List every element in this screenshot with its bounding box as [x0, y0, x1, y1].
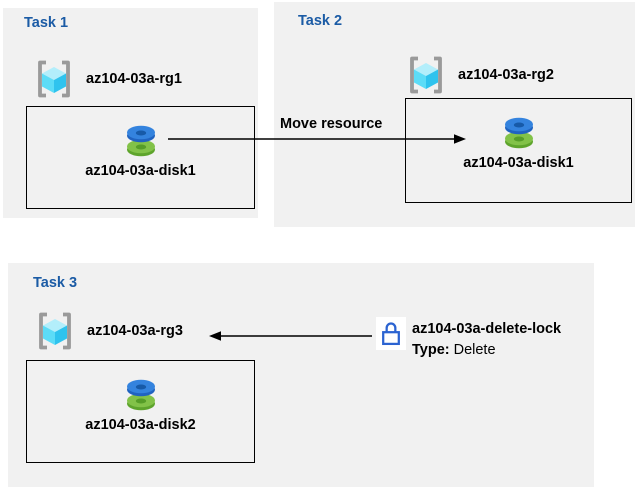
delete-lock-text: az104-03a-delete-lock Type:Delete	[412, 319, 561, 361]
disk-name: az104-03a-disk1	[463, 155, 574, 171]
task1-disk-box: az104-03a-disk1	[26, 106, 255, 209]
resource-group-name: az104-03a-rg1	[86, 71, 182, 87]
task3-title: Task 3	[33, 275, 78, 291]
task2-title: Task 2	[298, 13, 343, 29]
resource-group-name: az104-03a-rg2	[458, 67, 554, 83]
lock-type-label: Type:	[412, 342, 450, 358]
disk-name: az104-03a-disk1	[85, 163, 196, 179]
task1-title: Task 1	[24, 15, 69, 31]
task2-resource-group: az104-03a-rg2	[405, 54, 554, 96]
resource-group-icon	[410, 56, 442, 94]
task1-resource-group: az104-03a-rg1	[33, 58, 182, 100]
resource-group-name: az104-03a-rg3	[87, 323, 183, 339]
task3-resource-group: az104-03a-rg3	[34, 310, 183, 352]
task1-panel: Task 1 az104-03a-rg1 az104-03a-disk1	[3, 8, 258, 218]
disk-icon	[504, 117, 533, 149]
disk-icon	[126, 379, 155, 411]
move-resource-label: Move resource	[280, 116, 383, 132]
lock-type-value: Delete	[453, 342, 496, 358]
resource-group-icon	[39, 312, 71, 350]
task2-panel: Task 2 az104-03a-rg2 az104-03a-disk1	[274, 2, 635, 227]
delete-lock-type: Type:Delete	[412, 340, 561, 361]
delete-lock-name: az104-03a-delete-lock	[412, 321, 562, 337]
task3-panel: Task 3 az104-03a-rg3 az104-03a-disk2	[8, 263, 594, 487]
task2-disk-box: az104-03a-disk1	[405, 98, 632, 203]
resource-group-icon	[38, 60, 70, 98]
disk-name: az104-03a-disk2	[85, 417, 196, 433]
lock-icon	[382, 322, 400, 346]
delete-lock-chip	[376, 317, 406, 350]
disk-icon	[126, 125, 155, 157]
task3-disk-box: az104-03a-disk2	[26, 360, 255, 463]
